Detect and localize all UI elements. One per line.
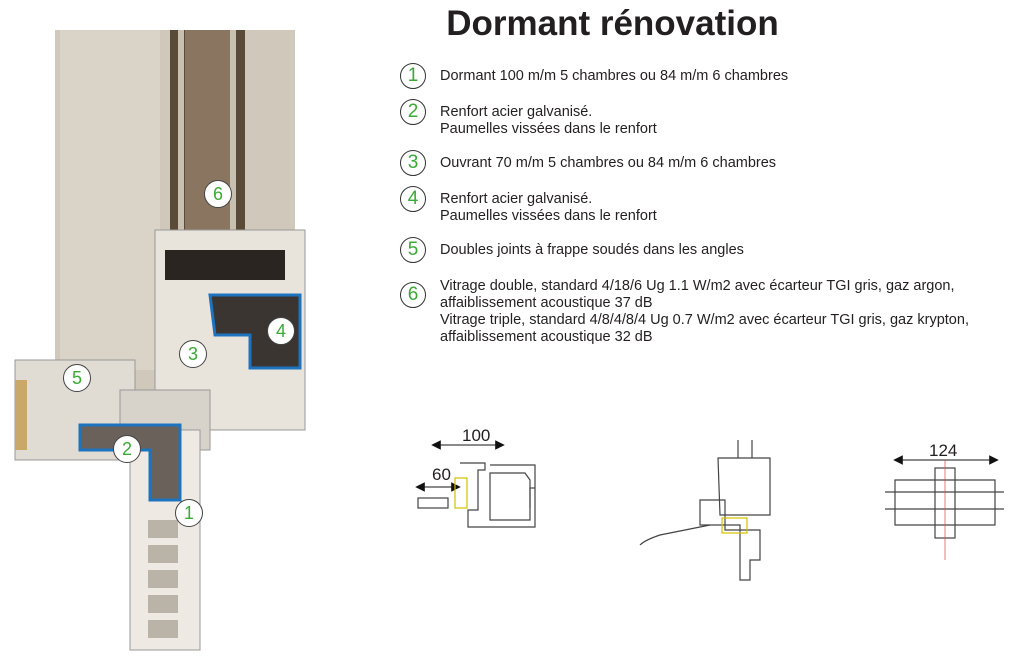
item-text: affaiblissement acoustique 32 dB bbox=[440, 329, 653, 345]
section-drawing-3 bbox=[885, 455, 1004, 560]
item-text: Paumelles vissées dans le renfort bbox=[440, 121, 657, 137]
dimension-60: 60 bbox=[432, 465, 451, 484]
item-text: Renfort acier galvanisé. bbox=[440, 104, 593, 120]
item-text: Paumelles vissées dans le renfort bbox=[440, 208, 657, 224]
item-text: Renfort acier galvanisé. bbox=[440, 191, 593, 207]
photo-label-2: 2 bbox=[113, 435, 141, 463]
section-drawing-1 bbox=[415, 440, 536, 528]
number-badge: 5 bbox=[400, 237, 426, 263]
photo-label-1: 1 bbox=[175, 499, 203, 527]
item-text: Doubles joints à frappe soudés dans les … bbox=[440, 242, 744, 258]
page-title: Dormant rénovation bbox=[446, 4, 779, 43]
reinforcement-4 bbox=[208, 293, 302, 370]
item-text: Vitrage triple, standard 4/8/4/8/4 Ug 0.… bbox=[440, 312, 969, 328]
number-badge: 2 bbox=[400, 99, 426, 125]
item-text: affaiblissement acoustique 37 dB bbox=[440, 295, 653, 311]
dimension-124: 124 bbox=[929, 441, 958, 460]
dimension-100: 100 bbox=[462, 426, 491, 445]
photo-label-4: 4 bbox=[267, 317, 295, 345]
photo-label-3: 3 bbox=[179, 340, 207, 368]
item-text: Vitrage double, standard 4/18/6 Ug 1.1 W… bbox=[440, 278, 955, 294]
photo-label-6: 6 bbox=[204, 180, 232, 208]
number-badge: 1 bbox=[400, 63, 426, 89]
item-text: Dormant 100 m/m 5 chambres ou 84 m/m 6 c… bbox=[440, 68, 789, 84]
reinforcement-2 bbox=[78, 423, 182, 502]
item-text: Ouvrant 70 m/m 5 chambres ou 84 m/m 6 ch… bbox=[440, 155, 777, 171]
number-badge: 6 bbox=[400, 282, 426, 308]
number-badge: 3 bbox=[400, 150, 426, 176]
photo-label-5: 5 bbox=[63, 364, 91, 392]
section-drawing-2 bbox=[639, 440, 771, 581]
number-badge: 4 bbox=[400, 186, 426, 212]
